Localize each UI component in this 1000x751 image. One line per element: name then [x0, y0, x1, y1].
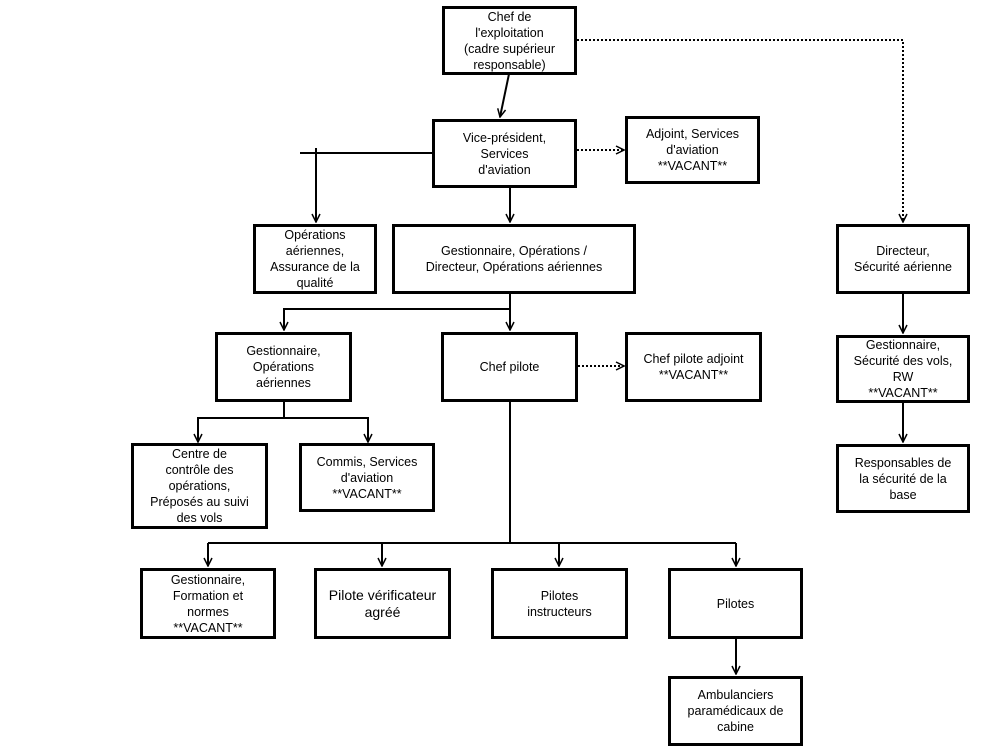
- node-gestionnaire-directeur-operations: Gestionnaire, Opérations / Directeur, Op…: [392, 224, 636, 294]
- node-chef-pilote-adjoint: Chef pilote adjoint **VACANT**: [625, 332, 762, 402]
- node-chef-exploitation: Chef de l'exploitation (cadre supérieur …: [442, 6, 577, 75]
- node-gestionnaire-operations-aeriennes: Gestionnaire, Opérations aériennes: [215, 332, 352, 402]
- dotted-chef-to-directeur-securite: [577, 39, 903, 222]
- node-chef-pilote: Chef pilote: [441, 332, 578, 402]
- node-ambulanciers-paramedicaux: Ambulanciers paramédicaux de cabine: [668, 676, 803, 746]
- node-adjoint-services-aviation: Adjoint, Services d'aviation **VACANT**: [625, 116, 760, 184]
- node-gestionnaire-formation-normes: Gestionnaire, Formation et normes **VACA…: [140, 568, 276, 639]
- connector-ops-branch: [197, 417, 369, 441]
- node-gestionnaire-securite-vols: Gestionnaire, Sécurité des vols, RW **VA…: [836, 335, 970, 403]
- connector-to-ops-aeriennes: [284, 308, 510, 330]
- connector-chef-to-vp: [500, 73, 510, 117]
- node-operations-aeriennes-qualite: Opérations aériennes, Assurance de la qu…: [253, 224, 377, 294]
- node-responsables-securite-base: Responsables de la sécurité de la base: [836, 444, 970, 513]
- node-pilotes: Pilotes: [668, 568, 803, 639]
- node-vice-president: Vice-président, Services d'aviation: [432, 119, 577, 188]
- node-pilote-verificateur-agree: Pilote vérificateur agréé: [314, 568, 451, 639]
- node-centre-controle-operations: Centre de contrôle des opérations, Prépo…: [131, 443, 268, 529]
- node-commis-services-aviation: Commis, Services d'aviation **VACANT**: [299, 443, 435, 512]
- node-pilotes-instructeurs: Pilotes instructeurs: [491, 568, 628, 639]
- node-directeur-securite-aerienne: Directeur, Sécurité aérienne: [836, 224, 970, 294]
